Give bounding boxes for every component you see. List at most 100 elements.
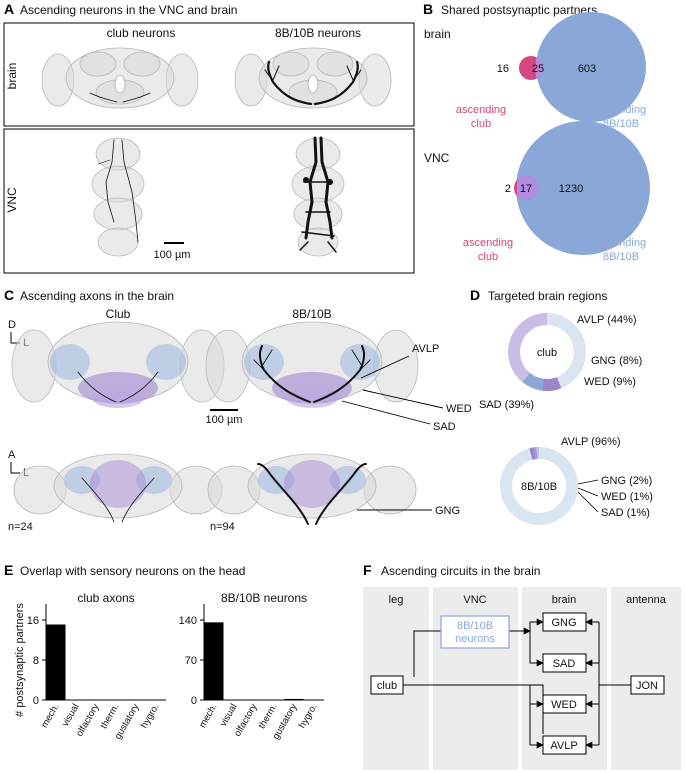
chart-e1-xtick-label: hygro. (297, 702, 320, 730)
leader-avlp (360, 355, 410, 379)
panel-b-title: Shared postsynaptic partners (441, 3, 597, 17)
axis-a-label: A (8, 449, 16, 461)
donut-club-label-sad: SAD (39%) (479, 399, 534, 411)
panel-d-title: Targeted brain regions (488, 289, 607, 303)
venn-brain-8b-only: 603 (578, 63, 596, 75)
panel-a-row-vnc: VNC (5, 187, 19, 213)
bar-chart-8b10b-neurons: 8B/10B neurons070140mech.visualolfactory… (179, 591, 324, 741)
panel-c-scale-label: 100 µm (206, 414, 243, 426)
panel-e: E Overlap with sensory neurons on the he… (4, 562, 324, 741)
chart-e0-xtick-label: hygro. (139, 702, 162, 730)
donut-8b10b-leaders (577, 479, 599, 513)
leader-wed (362, 389, 444, 409)
chart-e1-ytick-label: 0 (191, 695, 197, 707)
box-avlp-label: AVLP (550, 740, 577, 752)
venn-brain-club-only: 16 (497, 63, 509, 75)
venn-brain-overlap (535, 57, 544, 79)
frontal-render-club (11, 321, 225, 408)
dorsal-render-club (13, 453, 223, 523)
brain-render-club (41, 47, 199, 109)
donut-8b10b-segment-avlp (500, 447, 578, 525)
chart-e1-ytick-label: 140 (179, 615, 197, 627)
donut-8b10b-center: 8B/10B (521, 481, 557, 493)
donut-8b10b-label-sad: SAD (1%) (601, 507, 650, 519)
panel-f: F Ascending circuits in the brain leg VN… (363, 562, 681, 770)
col-leg-label: leg (389, 594, 404, 606)
panel-c-title: Ascending axons in the brain (20, 289, 174, 303)
chart-e0-ytick-label: 0 (33, 695, 39, 707)
box-gng-label: GNG (551, 617, 576, 629)
chart-e0-title: club axons (77, 591, 134, 605)
panel-a-letter: A (4, 1, 14, 17)
chart-e0-xtick-label: mech. (39, 702, 61, 730)
venn-vnc-club-only: 2 (505, 183, 511, 195)
col-vnc-bg (433, 587, 518, 770)
panel-a-row-brain: brain (5, 63, 19, 90)
venn-vnc-club-label-1: ascending (463, 237, 513, 249)
box-gng (542, 612, 587, 632)
leader-sad (341, 400, 431, 425)
box-sad-label: SAD (553, 658, 576, 670)
vnc-render-club (91, 137, 145, 257)
donut-club-label-wed: WED (9%) (584, 376, 636, 388)
col-antenna-label: antenna (626, 594, 667, 606)
donut-8b10b-label-gng: GNG (2%) (601, 475, 652, 487)
venn-vnc-club-label-2: club (478, 251, 498, 263)
donut-club-label-gng: GNG (8%) (591, 355, 642, 367)
label-avlp: AVLP (412, 343, 439, 355)
box-avlp (542, 735, 587, 755)
bar-chart-club-axons: club axons0816mech.visualolfactorytherm.… (27, 591, 166, 741)
donut-club-segment-sad (508, 313, 548, 383)
box-club-label: club (377, 680, 397, 692)
panel-e-ylabel: # postsynaptic partners (14, 603, 26, 717)
box-wed (542, 694, 587, 714)
chart-e1-bar-mech (204, 622, 224, 701)
n-8b10b: n=94 (210, 521, 235, 533)
donut-club (508, 313, 586, 391)
venn-vnc-8b-label-2: 8B/10B (603, 251, 639, 263)
chart-e0-ytick-label: 16 (27, 615, 39, 627)
chart-e1-ytick-label: 70 (185, 655, 197, 667)
venn-vnc-label: VNC (424, 151, 450, 165)
axis-al-indicator (10, 462, 20, 474)
venn-brain-club-label-2: club (471, 118, 491, 130)
donut-club-segment-avlp (546, 313, 586, 389)
panel-e-title: Overlap with sensory neurons on the head (20, 564, 245, 578)
venn-vnc-shared: 17 (520, 183, 532, 195)
chart-e0-bar-mech (46, 624, 66, 701)
donut-club-center: club (537, 347, 557, 359)
box-jon-label: JON (636, 680, 658, 692)
donut-8b10b-segment-gng (529, 447, 536, 460)
panel-f-title: Ascending circuits in the brain (381, 564, 540, 578)
brain-render-8b10b (234, 47, 392, 109)
donut-club-segment-wed (522, 372, 545, 391)
chart-e0-ytick-label: 8 (33, 655, 39, 667)
box-club (370, 675, 404, 695)
col-brain-label: brain (552, 594, 576, 606)
donut-8b10b-label-wed: WED (1%) (601, 491, 653, 503)
donut-8b10b-label-avlp: AVLP (96%) (561, 436, 621, 448)
box-8b10b-label-2: neurons (455, 633, 495, 645)
panel-c: C Ascending axons in the brain Club 8B/1… (4, 287, 472, 533)
panel-a-brain-frame (3, 22, 415, 127)
venn-brain-8b-label-1: ascending (596, 104, 646, 116)
donut-club-label-avlp: AVLP (44%) (577, 314, 637, 326)
panel-a: A Ascending neurons in the VNC and brain… (3, 1, 415, 274)
panel-a-vnc-frame (3, 128, 415, 274)
venn-vnc-8b-label-1: ascending (596, 237, 646, 249)
circuit-connections (403, 618, 631, 749)
box-8b10b-label-1: 8B/10B (457, 620, 493, 632)
panel-b: B Shared postsynaptic partners brain 16 … (423, 1, 650, 263)
box-wed-label: WED (551, 699, 577, 711)
donut-club-segment-gng (542, 376, 562, 391)
venn-vnc-8b-circle (516, 121, 650, 255)
box-jon (630, 675, 665, 695)
venn-brain-shared: 25 (532, 63, 544, 75)
box-8b10b-neurons (440, 615, 510, 649)
chart-e1-xtick-label: mech. (197, 702, 219, 730)
panel-d-letter: D (470, 287, 480, 303)
axis-d-label: D (8, 319, 16, 331)
n-club: n=24 (8, 521, 33, 533)
panel-c-col-8b: 8B/10B (292, 307, 331, 321)
